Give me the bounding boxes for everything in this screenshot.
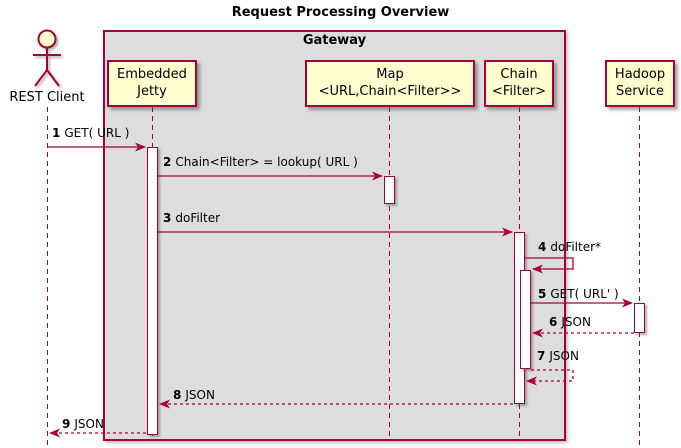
message-text: JSON: [549, 349, 579, 363]
activation-bar-hadoop-service: [634, 303, 645, 333]
participant-chain: Chain <Filter>: [484, 60, 554, 107]
message-number: 2: [163, 155, 172, 169]
participant-name-line: Hadoop: [614, 67, 666, 83]
message-text: JSON: [561, 315, 591, 329]
message-text: JSON: [74, 417, 104, 431]
message-number: 1: [52, 126, 61, 140]
message-text: doFilter*: [550, 240, 602, 254]
participant-name-line: <URL,Chain<Filter>>: [318, 83, 462, 99]
message-text: JSON: [185, 388, 215, 402]
message-text: Chain<Filter> = lookup( URL ): [175, 155, 358, 169]
message-arrow-7-self-return: [526, 369, 574, 386]
diagram-title: Request Processing Overview: [231, 5, 450, 20]
participant-hadoop-service: Hadoop Service: [605, 60, 675, 107]
participant-name-line: Service: [615, 83, 665, 99]
message-text: GET( URL ): [64, 126, 130, 140]
message-number: 9: [62, 417, 71, 431]
activation-bar-embedded-jetty: [147, 147, 158, 435]
gateway-frame-label: Gateway: [302, 33, 367, 48]
participant-name-line: Embedded: [117, 67, 187, 83]
actor-leg-left: [34, 69, 48, 87]
message-arrow-4-self: [524, 257, 574, 274]
message-number: 3: [163, 211, 172, 225]
activation-bar-chain-nested: [520, 270, 531, 369]
message-number: 6: [549, 315, 558, 329]
participant-name-line: Chain: [500, 67, 538, 83]
participant-embedded-jetty: Embedded Jetty: [107, 60, 197, 107]
participant-name-line: Jetty: [137, 83, 167, 99]
actor-head: [37, 29, 57, 49]
message-number: 8: [173, 388, 182, 402]
actor-leg-right: [46, 69, 60, 87]
message-text: GET( URL' ): [550, 287, 619, 301]
actor-label: REST Client: [9, 90, 85, 105]
participant-name-line: <Filter>: [492, 83, 546, 99]
message-text: doFilter: [175, 211, 221, 225]
activation-bar-map: [384, 176, 395, 204]
participant-map: Map <URL,Chain<Filter>>: [305, 60, 475, 107]
participant-name-line: Map: [376, 67, 404, 83]
message-number: 5: [538, 287, 547, 301]
actor-icon: [33, 29, 61, 87]
message-number: 4: [538, 240, 547, 254]
message-number: 7: [537, 349, 546, 363]
